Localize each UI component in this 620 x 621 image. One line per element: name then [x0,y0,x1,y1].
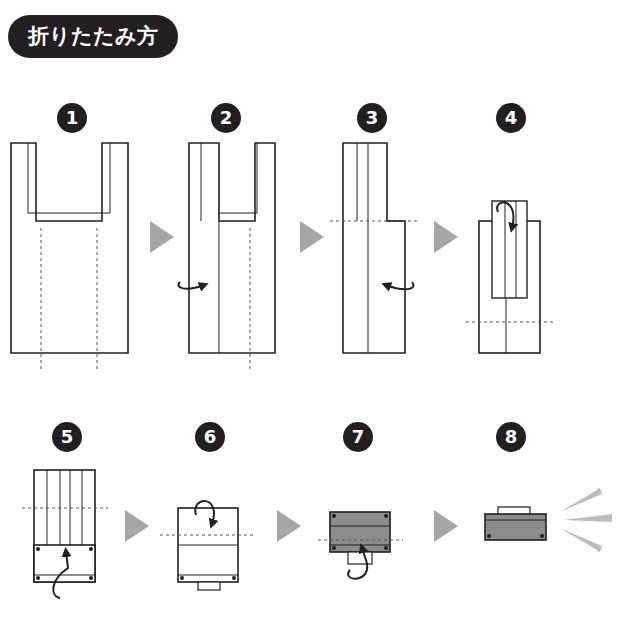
bag-folded-right [343,143,405,353]
step-number: 1 [66,109,79,127]
step-number: 2 [220,109,233,127]
bag-bottom-folded [34,470,95,582]
step-number: 4 [505,109,518,127]
step-number-circle: 8 [496,422,526,452]
bag-outline [11,143,128,353]
bag-packed [485,514,546,540]
bag-folded-left [189,143,275,353]
step-number-circle: 4 [496,103,526,133]
step-arrow [125,221,458,542]
fold-arrow [53,552,68,598]
step-number-circle: 3 [357,103,387,133]
step-number-circle: 6 [195,422,225,452]
sparkle-lines [560,488,612,552]
fold-arrow [497,202,513,228]
fold-arrow [348,548,367,579]
bag-quarter-folded [330,512,390,552]
step-number-circle: 1 [57,103,87,133]
step-number: 5 [61,428,74,446]
step-number: 8 [505,428,518,446]
step-number: 7 [352,428,365,446]
bag-half-folded [178,508,238,582]
step-number: 3 [366,109,379,127]
fold-arrow [386,282,413,289]
fold-arrow [195,501,214,524]
step-number: 6 [204,428,217,446]
fold-arrow [178,282,204,289]
step-number-circle: 2 [211,103,241,133]
step-number-circle: 5 [52,422,82,452]
bag-inner-line [28,143,110,213]
title-pill: 折りたたみ方 [8,15,178,58]
step-number-circle: 7 [343,422,373,452]
